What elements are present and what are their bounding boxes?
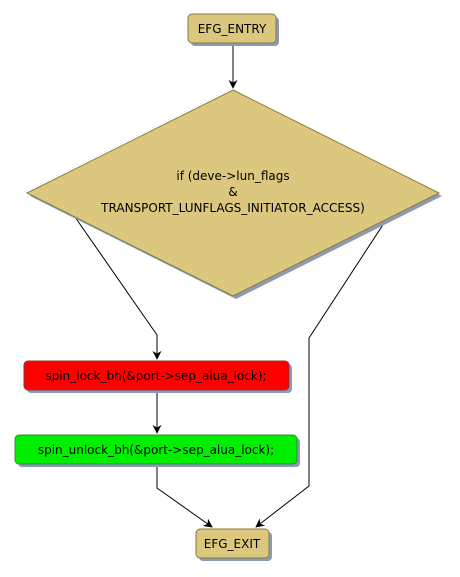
exit-node: EFG_EXIT	[195, 528, 272, 561]
condition-line-2: &	[228, 185, 237, 199]
entry-label: EFG_ENTRY	[198, 22, 267, 36]
condition-line-1: if (deve->lun_flags	[176, 169, 289, 183]
lock-node: spin_lock_bh(&port->sep_alua_lock);	[23, 360, 292, 393]
edge-unlock-to-exit	[156, 465, 213, 528]
edge-condition-to-exit	[255, 216, 389, 528]
condition-line-3: TRANSPORT_LUNFLAGS_INITIATOR_ACCESS)	[100, 201, 365, 215]
lock-label: spin_lock_bh(&port->sep_alua_lock);	[45, 369, 266, 383]
entry-node: EFG_ENTRY	[187, 13, 279, 46]
unlock-node: spin_unlock_bh(&port->sep_alua_lock);	[14, 434, 300, 467]
unlock-label: spin_unlock_bh(&port->sep_alua_lock);	[38, 443, 274, 457]
edge-condition-to-lock	[74, 216, 162, 360]
exit-label: EFG_EXIT	[204, 537, 261, 551]
edges	[74, 44, 389, 528]
condition-node: if (deve->lun_flags & TRANSPORT_LUNFLAGS…	[25, 89, 442, 299]
